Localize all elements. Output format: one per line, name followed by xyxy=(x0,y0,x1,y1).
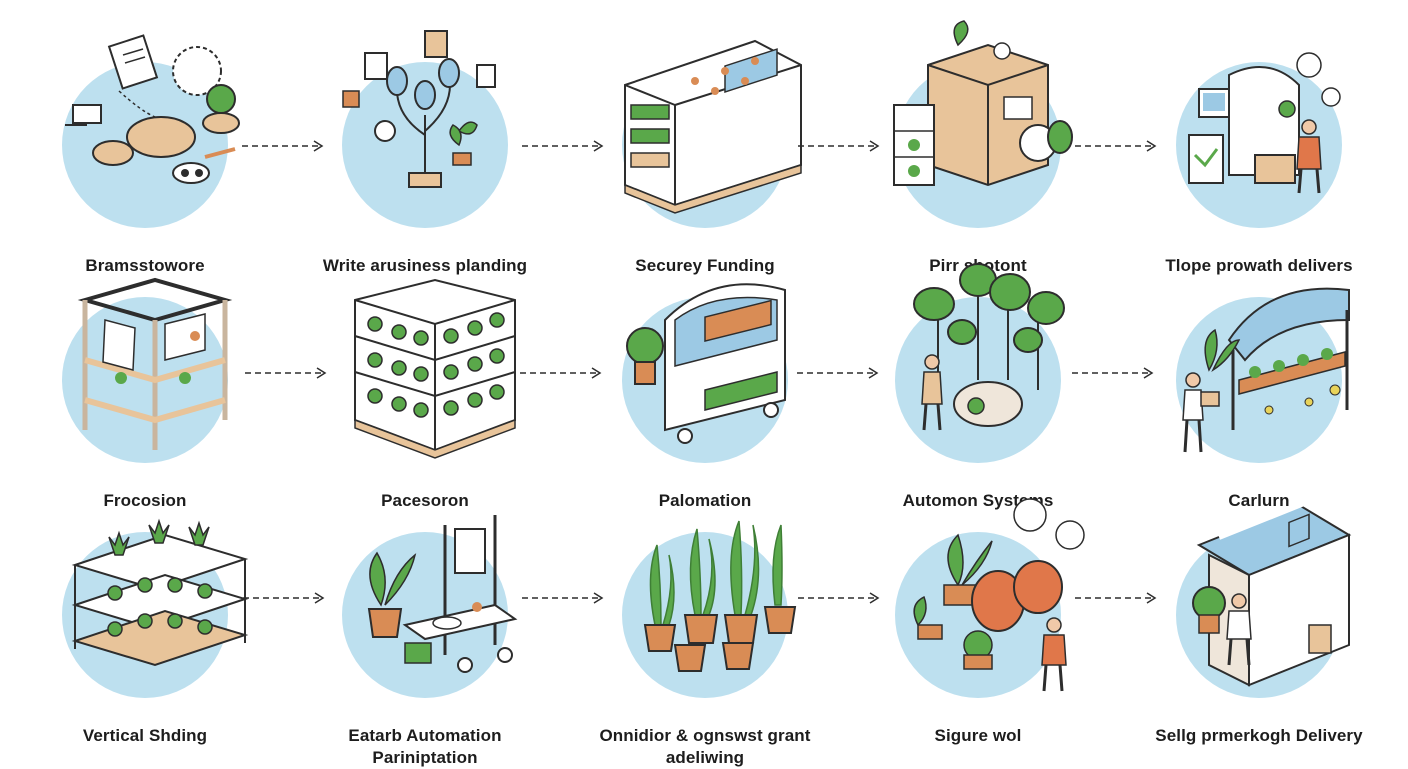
frame-structure-icon xyxy=(45,277,245,480)
step-label-brainstorm: Bramsstowore xyxy=(85,256,205,275)
step-automation-systems: Automon Systems xyxy=(858,263,1098,512)
step-label-automation-systems: Automon Systems xyxy=(902,491,1054,510)
step-label-carlurn: Carlurn xyxy=(1228,491,1290,510)
step-label-grass-grant: Onnidior & ognswst grant adeliwing xyxy=(599,726,811,767)
arrow-right-icon xyxy=(1075,140,1157,152)
flow-arrow xyxy=(798,139,880,153)
flow-arrow xyxy=(242,139,324,153)
flow-arrow xyxy=(243,591,325,605)
arrow-right-icon xyxy=(797,367,879,379)
step-plant-setup: Pirr sbotont xyxy=(858,20,1098,277)
step-label-automation-station: Eatarb Automation Pariniptation xyxy=(348,726,502,767)
flow-arrow xyxy=(797,366,879,380)
step-harvest: Sigure wol xyxy=(858,498,1098,747)
step-label-harvest: Sigure wol xyxy=(934,726,1022,745)
step-delivery-growth: Tlope prowath delivers xyxy=(1139,45,1379,277)
step-label-delivery-growth: Tlope prowath delivers xyxy=(1165,256,1353,275)
arrow-right-icon xyxy=(522,140,604,152)
step-funding: Securey Funding xyxy=(585,39,825,277)
step-frame: Frocosion xyxy=(25,277,265,512)
step-grass-grant: Onnidior & ognswst grant adeliwing xyxy=(585,515,825,769)
flow-arrow xyxy=(520,366,602,380)
step-grow-rack: Pacesoron xyxy=(305,278,545,512)
arrow-right-icon xyxy=(798,140,880,152)
trees-worker-icon xyxy=(878,263,1078,480)
flow-arrow xyxy=(522,139,604,153)
step-label-frame: Frocosion xyxy=(103,491,187,510)
step-label-market-delivery: Sellg prmerkogh Delivery xyxy=(1155,726,1363,745)
step-label-business-plan: Write arusiness planding xyxy=(322,256,528,275)
harvest-worker-icon xyxy=(878,498,1085,715)
step-brainstorm: Bramsstowore xyxy=(25,34,265,277)
potted-grass-icon xyxy=(605,515,805,715)
greenhouse-stand-icon xyxy=(1159,280,1359,480)
arrow-right-icon xyxy=(522,592,604,604)
flow-arrow xyxy=(1075,591,1157,605)
step-carlurn: Carlurn xyxy=(1139,280,1379,512)
step-greenhouse-cart: Palomation xyxy=(585,280,825,512)
market-stall-icon xyxy=(1159,498,1359,715)
building-plant-icon xyxy=(878,20,1078,245)
grow-rack-icon xyxy=(325,278,525,480)
delivery-worker-icon xyxy=(1159,45,1359,245)
arrow-right-icon xyxy=(242,140,324,152)
funding-container-icon xyxy=(605,39,805,245)
step-label-vertical-shelf: Vertical Shding xyxy=(82,726,208,745)
flow-arrow xyxy=(1072,366,1154,380)
arrow-right-icon xyxy=(1072,367,1154,379)
flow-arrow xyxy=(1075,139,1157,153)
step-automation-station: Eatarb Automation Pariniptation xyxy=(305,515,545,769)
business-plan-icon xyxy=(325,30,525,245)
vertical-shelf-icon xyxy=(45,515,249,715)
arrow-right-icon xyxy=(245,367,327,379)
brainstorm-icon xyxy=(45,34,245,245)
flow-arrow xyxy=(798,591,880,605)
arrow-right-icon xyxy=(1075,592,1157,604)
arrow-right-icon xyxy=(243,592,325,604)
flow-arrow xyxy=(522,591,604,605)
flow-arrow xyxy=(245,366,327,380)
greenhouse-cart-icon xyxy=(605,280,805,480)
arrow-right-icon xyxy=(798,592,880,604)
step-vertical-shelf: Vertical Shding xyxy=(25,515,265,747)
step-market-delivery: Sellg prmerkogh Delivery xyxy=(1139,498,1379,747)
step-label-greenhouse-cart: Palomation xyxy=(658,491,752,510)
step-label-grow-rack: Pacesoron xyxy=(381,491,469,510)
arrow-right-icon xyxy=(520,367,602,379)
step-business-plan: Write arusiness planding xyxy=(305,30,545,277)
automation-station-icon xyxy=(325,515,525,715)
step-label-funding: Securey Funding xyxy=(635,256,775,275)
